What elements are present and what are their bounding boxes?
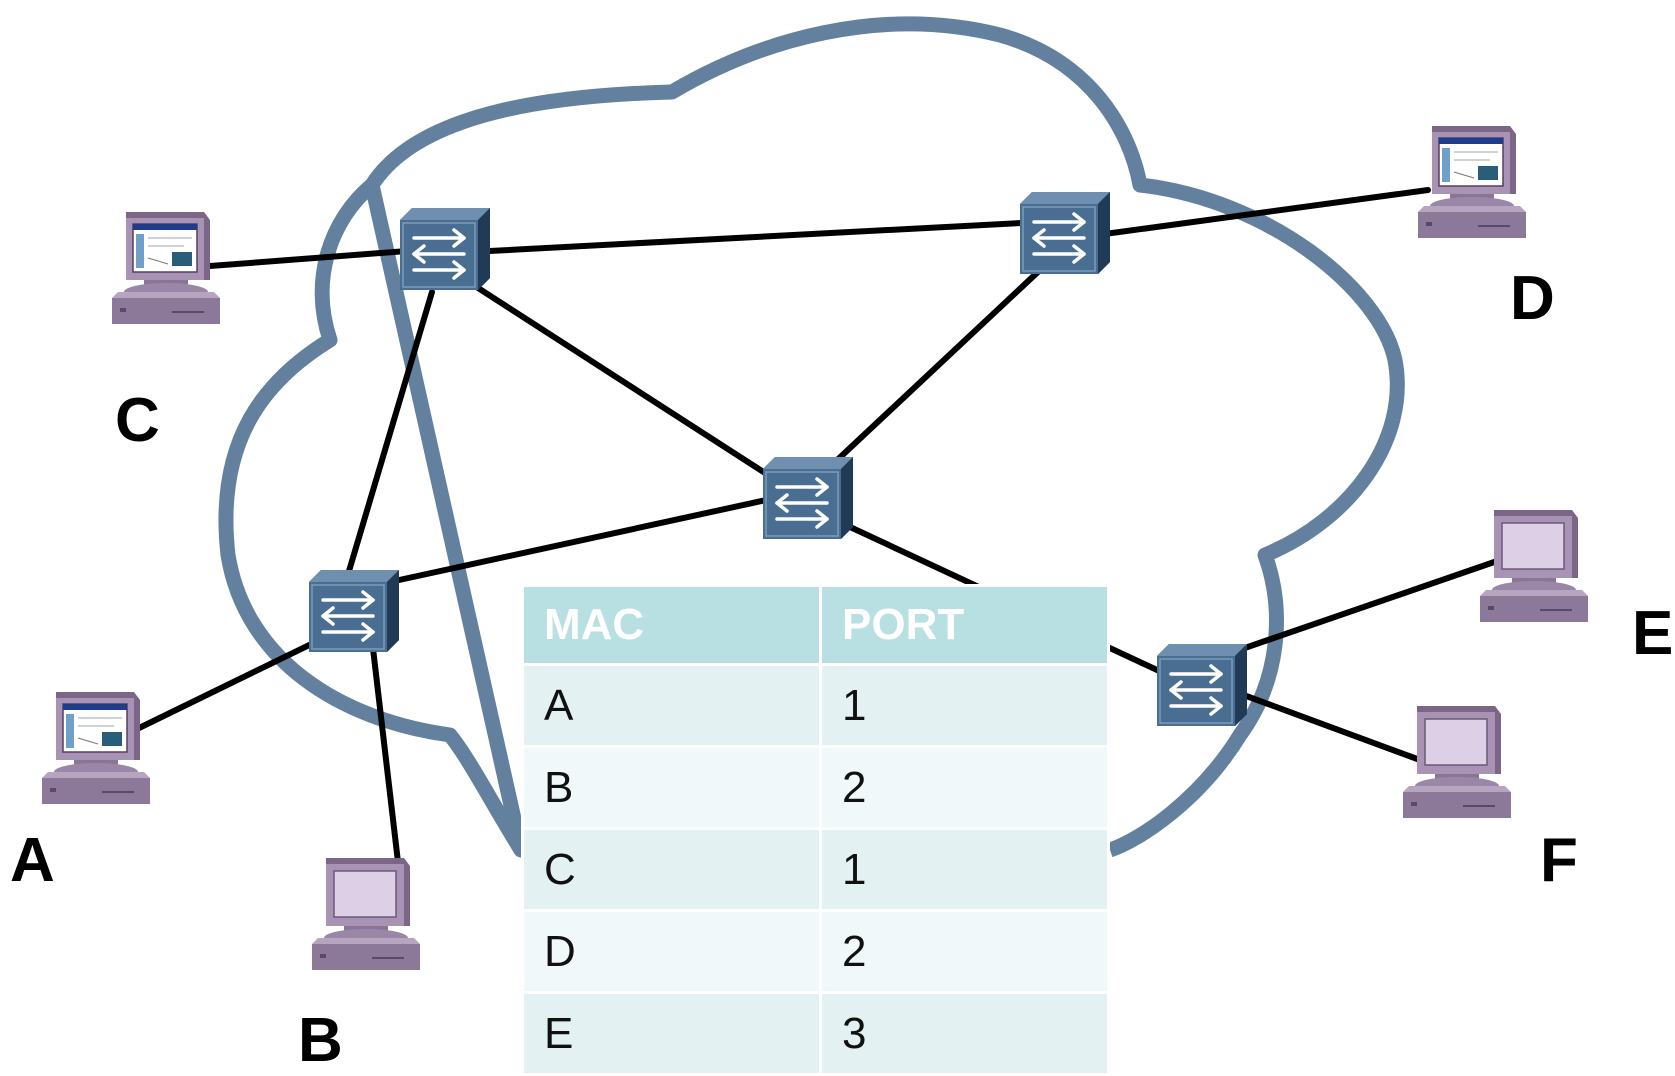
link-sw1-sw2 (467, 219, 1043, 255)
mac-address-table: MAC PORT A 1 B 2 C 1 D 2 E 3 (521, 584, 1110, 1076)
table-row: D 2 (521, 909, 1110, 994)
link-sw1-sw3 (472, 283, 813, 505)
link-a-sw4 (132, 627, 343, 733)
link-sw2-d (1087, 187, 1431, 239)
column-header-mac: MAC (521, 584, 822, 666)
link-sw5-f (1227, 687, 1423, 763)
link-sw4-b (369, 637, 401, 865)
table-header-row: MAC PORT (521, 584, 1110, 666)
network-switch-icon (761, 455, 855, 541)
port-cell: 1 (819, 827, 1110, 912)
port-cell: 2 (819, 909, 1110, 994)
host-label-e: E (1632, 599, 1674, 668)
host-label-a: A (10, 826, 55, 895)
table-row: C 1 (521, 827, 1110, 912)
port-cell: 1 (819, 663, 1110, 748)
host-b-computer-icon (311, 857, 421, 971)
network-switch-icon (1018, 190, 1112, 276)
host-d-computer-icon (1417, 125, 1527, 239)
host-a-computer-icon (41, 691, 151, 805)
column-header-port: PORT (819, 584, 1110, 666)
mac-cell: D (521, 909, 822, 994)
host-e-computer-icon (1479, 509, 1589, 623)
host-label-f: F (1540, 826, 1578, 895)
network-switch-icon (1155, 642, 1249, 728)
table-row: B 2 (521, 745, 1110, 830)
port-cell: 3 (819, 991, 1110, 1076)
link-sw2-sw3 (815, 267, 1043, 481)
network-switch-icon (398, 206, 492, 292)
network-switch-icon (307, 568, 401, 654)
network-links (132, 187, 1503, 865)
host-f-computer-icon (1402, 705, 1512, 819)
link-sw4-sw3 (387, 494, 783, 585)
mac-cell: B (521, 745, 822, 830)
link-sw5-e (1207, 557, 1503, 663)
host-c-computer-icon (111, 211, 221, 325)
link-sw1-sw4 (335, 289, 435, 611)
table-row: E 3 (521, 991, 1110, 1076)
mac-cell: E (521, 991, 822, 1076)
mac-cell: A (521, 663, 822, 748)
host-label-c: C (115, 386, 160, 455)
link-c-sw1 (207, 247, 423, 269)
host-label-d: D (1510, 264, 1555, 333)
host-label-b: B (298, 1006, 343, 1075)
mac-cell: C (521, 827, 822, 912)
port-cell: 2 (819, 745, 1110, 830)
table-row: A 1 (521, 663, 1110, 748)
